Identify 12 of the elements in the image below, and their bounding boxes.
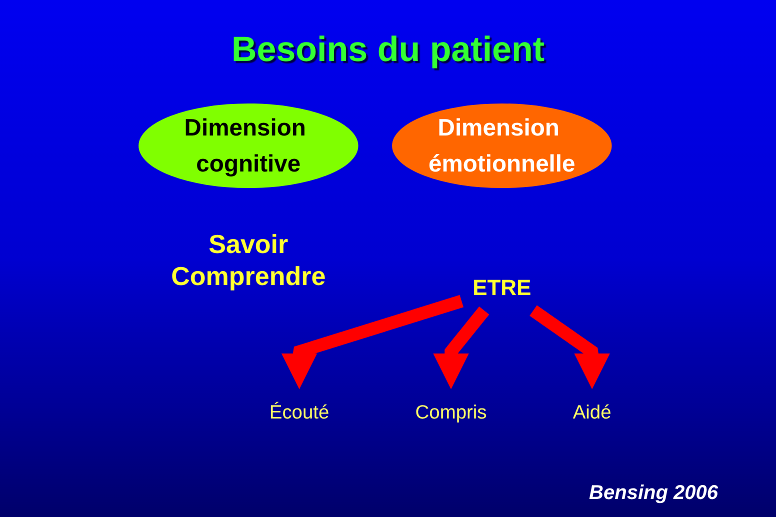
- node-text: Aidé: [572, 402, 612, 424]
- slide-title: Besoins du patient: [231, 30, 545, 70]
- ellipse-node: Dimension cognitive: [138, 103, 358, 188]
- arrow: [529, 305, 610, 390]
- arrow: [433, 306, 490, 390]
- node-text: Écouté: [269, 402, 330, 424]
- arrow: [281, 294, 466, 390]
- label-text: Savoir Comprendre: [171, 228, 326, 292]
- ellipse-node: Dimension émotionnelle: [392, 103, 612, 188]
- node-text: Compris: [415, 402, 487, 424]
- node-text: ETRE: [472, 276, 532, 300]
- citation-text: Bensing 2006: [589, 481, 718, 505]
